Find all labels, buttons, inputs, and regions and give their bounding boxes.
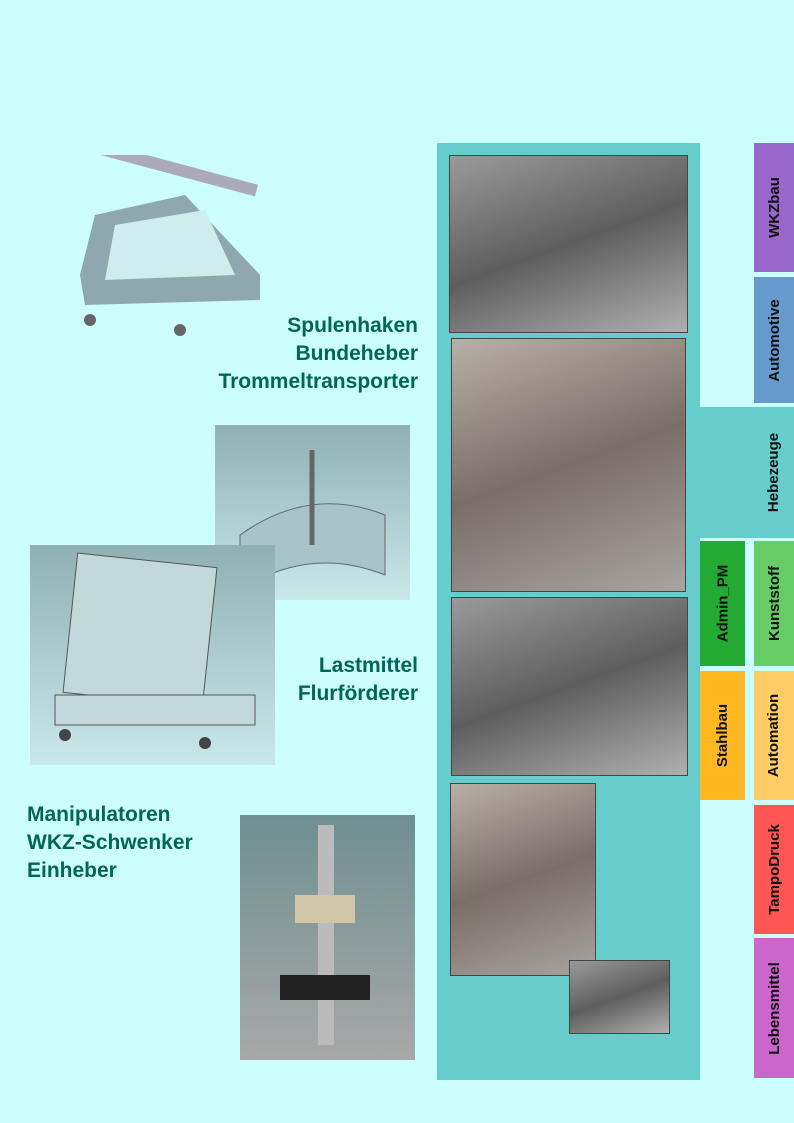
- tab-automation[interactable]: Automation: [754, 671, 794, 800]
- tab-label: TampoDruck: [765, 824, 783, 915]
- photo-coil-lifter: [449, 155, 688, 333]
- tab-tampodruck[interactable]: TampoDruck: [754, 805, 794, 934]
- tilting-frame-sketch-image: [30, 545, 275, 765]
- tab-hebezeuge[interactable]: Hebezeuge: [700, 407, 794, 538]
- tab-label: Hebezeuge: [765, 432, 783, 513]
- photo-pallet-truck: [569, 960, 670, 1034]
- tab-automotive[interactable]: Automotive: [754, 277, 794, 403]
- tab-stahlbau[interactable]: Stahlbau: [700, 671, 745, 800]
- heading-bundeheber: Bundeheber: [295, 342, 418, 365]
- heading-einheber: Einheber: [27, 859, 117, 882]
- manipulator-photo: [240, 815, 415, 1060]
- tab-lebensmittel[interactable]: Lebensmittel: [754, 938, 794, 1078]
- tab-label: Admin_PM: [714, 564, 732, 643]
- tab-label: Kunststoff: [765, 566, 783, 641]
- tab-wkzbau[interactable]: WKZbau: [754, 143, 794, 272]
- photo-tilting-frame: [451, 597, 688, 776]
- heading-spulenhaken: Spulenhaken: [287, 314, 418, 337]
- tab-label: Automation: [765, 693, 783, 778]
- photo-coil-hook: [450, 783, 596, 976]
- heading-flurfoerderer: Flurförderer: [297, 682, 418, 705]
- heading-manipulatoren: Manipulatoren: [27, 803, 171, 826]
- tab-label: WKZbau: [765, 177, 783, 238]
- tab-admin-pm[interactable]: Admin_PM: [700, 541, 745, 666]
- heading-trommeltransporter: Trommeltransporter: [218, 370, 418, 393]
- photo-drum-transporter: [451, 338, 686, 592]
- tab-label: Lebensmittel: [765, 961, 783, 1055]
- tab-label: Automotive: [765, 298, 783, 382]
- tab-label: Stahlbau: [714, 703, 731, 768]
- tab-kunststoff[interactable]: Kunststoff: [754, 541, 794, 666]
- heading-wkz-schwenker: WKZ-Schwenker: [27, 831, 193, 854]
- coil-stand-image: [65, 136, 265, 340]
- heading-lastmittel: Lastmittel: [318, 654, 418, 677]
